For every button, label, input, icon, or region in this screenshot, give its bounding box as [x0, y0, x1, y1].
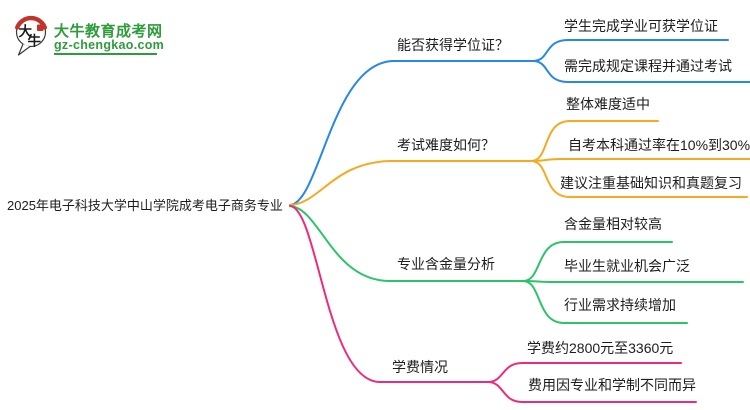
leaf-node-value-3[interactable]: 行业需求持续增加 [564, 297, 676, 313]
leaf-node-tuition-1[interactable]: 学费约2800元至3360元 [527, 340, 674, 356]
logo-char-bottom: 牛 [28, 33, 42, 49]
leaf-node-difficulty-2[interactable]: 自考本科通过率在10%到30% [568, 137, 750, 153]
root-node[interactable]: 2025年电子科技大学中山学院成考电子商务专业 [7, 198, 283, 213]
leaf-node-value-2[interactable]: 毕业生就业机会广泛 [564, 258, 690, 274]
logo[interactable]: 大 牛 大牛教育成考网 gz-chengkao.com [14, 13, 194, 61]
logo-bubble-icon: 大 牛 [15, 15, 47, 56]
leaf-node-difficulty-3[interactable]: 建议注重基础知识和真题复习 [560, 175, 742, 191]
site-name: 大牛教育成考网 [54, 23, 163, 40]
branch-node-difficulty[interactable]: 考试难度如何？ [397, 137, 495, 153]
logo-char-top: 大 [19, 23, 33, 39]
leaf-node-degree-1[interactable]: 学生完成学业可获学位证 [564, 18, 718, 34]
branch2-lines [289, 120, 750, 206]
red-arc [15, 15, 47, 30]
branch-node-tuition[interactable]: 学费情况 [392, 359, 448, 375]
branch4-lines [289, 205, 697, 403]
branch3-lines [289, 205, 744, 324]
branch-node-value[interactable]: 专业含金量分析 [397, 256, 495, 272]
bubble-tail [17, 43, 31, 56]
leaf-node-tuition-2[interactable]: 费用因专业和学制不同而异 [528, 377, 696, 393]
site-underline [54, 53, 157, 55]
red-seal [37, 24, 44, 31]
leaf-node-value-1[interactable]: 含金量相对较高 [564, 216, 662, 232]
branch1-lines [289, 39, 750, 206]
leaf-node-difficulty-1[interactable]: 整体难度适中 [566, 96, 650, 112]
site-domain: gz-chengkao.com [54, 38, 165, 52]
branch-node-degree[interactable]: 能否获得学位证？ [397, 37, 509, 53]
leaf-node-degree-2[interactable]: 需完成规定课程并通过考试 [564, 58, 732, 74]
